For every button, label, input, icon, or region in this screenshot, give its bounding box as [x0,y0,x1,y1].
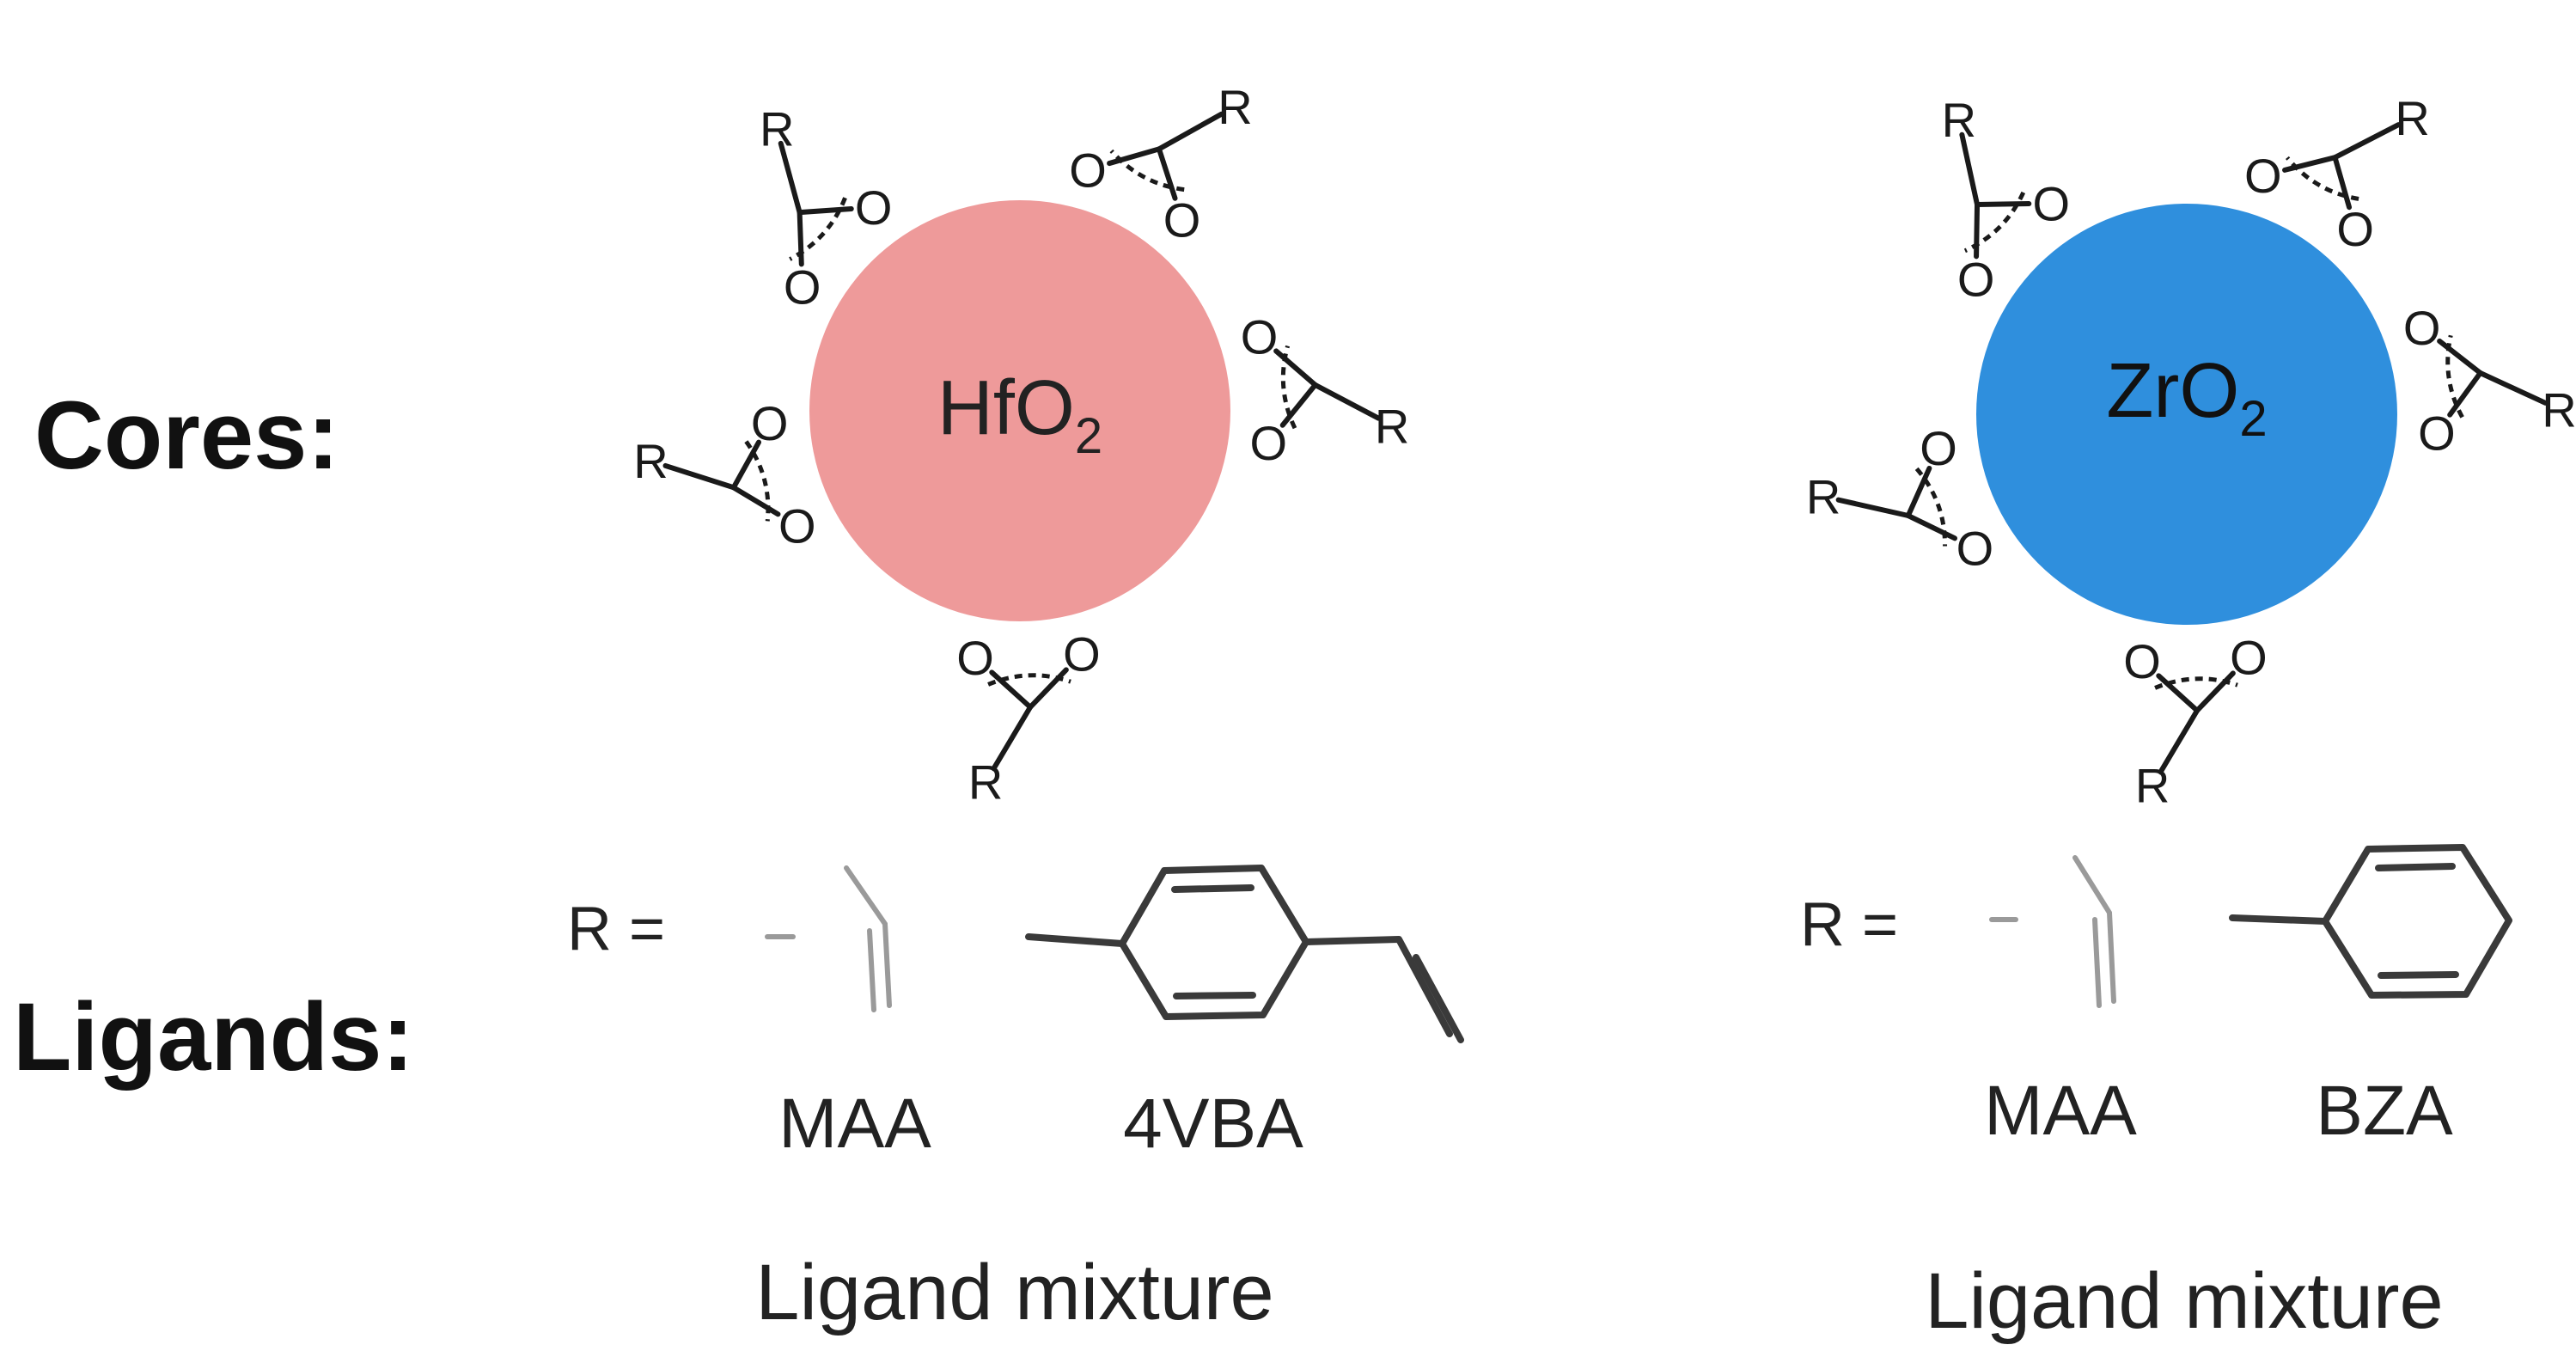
hfo2-carboxylate-ligand-5: O O R [956,627,1100,810]
oxygen-atom-label: O [1920,421,1957,475]
oxygen-atom-label: O [2418,406,2456,461]
r-group-label: R [1375,399,1409,453]
oxygen-atom-label: O [2230,631,2268,685]
oxygen-atom-label: O [751,396,789,450]
maa-structure-left [765,865,892,1012]
oxygen-atom-label: O [1956,522,1994,576]
r-group-label: R [633,434,668,488]
oxygen-atom-label: O [784,260,821,314]
oxygen-atom-label: O [2403,301,2441,355]
oxygen-atom-label: O [1241,309,1279,364]
r-group-label: R [2395,91,2429,145]
right-maa-label: MAA [1984,1072,2137,1150]
left-r-equals-label: R = [567,895,665,963]
oxygen-atom-label: O [2336,202,2374,256]
r-group-label: R [968,755,1003,810]
zro2-carboxylate-ligand-3: OO R [2403,301,2576,461]
right-bza-label: BZA [2316,1072,2453,1150]
r-group-label: R [760,101,794,156]
zro2-core-label: ZrO2 [2106,348,2267,447]
oxygen-atom-label: O [1063,627,1101,682]
oxygen-atom-label: O [1957,252,1995,306]
hfo2-carboxylate-ligand-4: OO R [633,396,815,553]
cores-row-label: Cores: [34,382,339,489]
left-4vba-label: 4VBA [1123,1085,1303,1163]
zro2-carboxylate-ligand-1: OO R [1942,93,2070,306]
left-ligand-mixture-label: Ligand mixture [755,1249,1273,1336]
oxygen-atom-label: O [2033,177,2071,231]
hfo2-core-circle [809,200,1230,621]
bza-structure [2229,844,2512,999]
left-maa-label: MAA [778,1085,931,1163]
oxygen-atom-label: O [2244,149,2282,203]
right-ligand-legend: R = MAA BZA Ligand mixture [1800,844,2512,1345]
r-group-label: R [2135,759,2170,813]
zro2-core-circle [1976,204,2397,625]
4vba-structure [1025,865,1464,1043]
r-group-label: R [1218,80,1252,134]
zro2-carboxylate-ligand-5: O O R [2123,631,2267,813]
hfo2-carboxylate-ligand-2: O O R [1069,80,1252,247]
r-group-label: R [1806,469,1840,523]
oxygen-atom-label: O [1250,416,1288,470]
right-ligand-mixture-label: Ligand mixture [1925,1257,2443,1345]
oxygen-atom-label: O [855,180,893,235]
zro2-carboxylate-ligand-2: OO R [2244,91,2430,256]
hfo2-carboxylate-ligand-3: OO R [1241,309,1410,470]
hfo2-core-label: HfO2 [937,365,1102,464]
hfo2-carboxylate-ligand-1: OO R [760,101,892,314]
right-r-equals-label: R = [1800,890,1898,959]
oxygen-atom-label: O [1069,143,1107,197]
left-ligand-legend: R = MAA 4VBA Ligand mixture [567,865,1464,1336]
oxygen-atom-label: O [778,499,816,553]
zro2-carboxylate-ligand-4: OO R [1806,421,1993,576]
ligands-row-label: Ligands: [13,983,414,1091]
r-group-label: R [2542,383,2576,437]
oxygen-atom-label: O [1163,193,1201,247]
maa-structure-right [1989,855,2116,1008]
r-group-label: R [1942,93,1976,147]
oxygen-atom-label: O [2123,634,2161,688]
oxygen-atom-label: O [956,631,994,685]
